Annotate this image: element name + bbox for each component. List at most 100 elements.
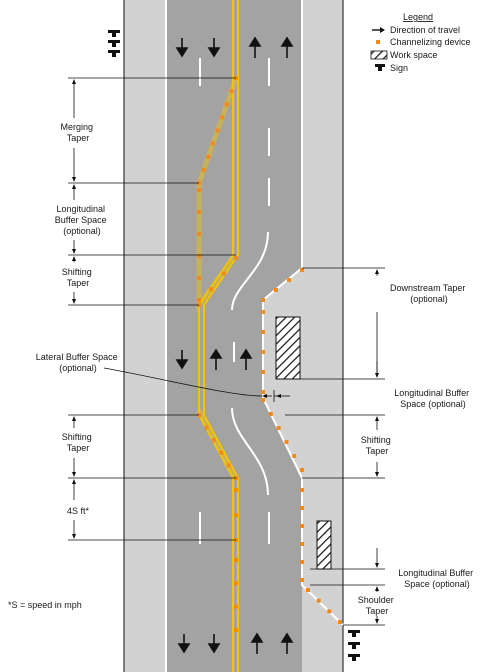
longitudinal-buffer-right-bottom-label: Longitudinal Buffer Space (optional) (398, 568, 475, 589)
channelizing-device (206, 154, 211, 159)
arrow-up-icon (239, 348, 253, 370)
right-shoulder (302, 0, 343, 672)
channelizing-device (210, 141, 215, 146)
merging-taper-label: Merging Taper (60, 122, 95, 143)
arrow-down-icon (175, 38, 189, 58)
arrow-down-icon (175, 350, 189, 370)
channelizing-device (234, 488, 238, 492)
arrow-right-icon (372, 27, 385, 33)
work-space-2 (316, 520, 332, 570)
channelizing-device (234, 513, 238, 517)
channelizing-device (224, 102, 229, 107)
channelizing-device (300, 268, 304, 272)
channelizing-device (316, 598, 321, 603)
shift-lane-line-bottom (231, 407, 269, 496)
channelizing-device (284, 440, 289, 444)
channelizing-device (261, 330, 265, 334)
channelizing-device (261, 350, 265, 354)
lateral-buffer-leader (103, 367, 263, 397)
arrow-up-icon (209, 348, 223, 370)
sign-icon (108, 30, 120, 37)
channelizing-device (234, 604, 238, 609)
left-shoulder (124, 0, 166, 672)
arrow-up-icon (280, 632, 294, 654)
sign-icon (348, 630, 360, 637)
shifting-taper-right-label: Shifting Taper (361, 435, 394, 456)
sign-icon (348, 654, 360, 661)
arrow-up-icon (280, 36, 294, 58)
legend-item-workspace: Work space (390, 50, 437, 60)
sign-icon (348, 642, 360, 649)
sign-icon (108, 50, 120, 57)
channelizing-device (234, 256, 238, 260)
channelizing-device (274, 288, 278, 292)
shoulder-taper-label: Shoulder Taper (358, 595, 397, 616)
arrowhead (276, 394, 281, 398)
legend-item-direction: Direction of travel (390, 25, 460, 35)
channelizing-device (197, 298, 201, 302)
channelizing-device (220, 115, 225, 120)
arrow-down-icon (177, 634, 191, 654)
footnote: *S = speed in mph (8, 600, 82, 610)
channelizing-device (204, 425, 209, 430)
channelizing-device (300, 488, 304, 492)
channelizing-device (229, 89, 234, 94)
channelizing-device (197, 276, 201, 280)
channelizing-device (306, 588, 310, 592)
lateral-buffer-label: Lateral Buffer Space (optional) (36, 352, 120, 373)
legend: Legend Direction of travel Channelizing … (370, 12, 471, 73)
work-space-1 (275, 316, 301, 380)
channelizing-device (287, 278, 291, 282)
sign-icon (108, 40, 120, 47)
channelizing-device (201, 167, 206, 172)
channelizing-device (300, 578, 304, 582)
channelizing-device (268, 412, 273, 416)
channelizing-device (300, 506, 304, 510)
channelizing-device (300, 542, 304, 546)
signs-bottom (348, 630, 360, 661)
arrow-down-icon (207, 634, 221, 654)
left-dimension-lines (68, 77, 236, 541)
lane-dashes (199, 58, 270, 544)
channelizing-device (221, 271, 226, 276)
channelizing-device (219, 450, 224, 455)
channelizing-device (327, 609, 332, 614)
sign-icon (375, 64, 385, 71)
yellow-centerline (198, 0, 239, 672)
channelizing-device (300, 524, 304, 528)
channelizing-device (215, 128, 220, 133)
channelizing-device (234, 558, 238, 562)
channelizing-device (261, 298, 265, 302)
channelizing-device (292, 454, 297, 458)
channelizing-device (234, 581, 238, 586)
legend-title: Legend (403, 12, 433, 22)
downstream-taper-label: Downstream Taper (optional) (390, 283, 468, 304)
shifting-taper-left-bottom-label: Shifting Taper (62, 432, 95, 453)
right-dimension-arrowheads (375, 269, 379, 624)
channelizing-device (197, 232, 201, 236)
channelizing-device (226, 463, 231, 468)
channelizing-device (261, 398, 265, 402)
channelizing-device (197, 210, 201, 214)
orange-square-icon (376, 40, 380, 44)
hatched-box-icon (370, 50, 388, 60)
channelizing-device (197, 188, 201, 192)
channelizing-device (338, 620, 342, 624)
channelizing-device (211, 438, 216, 443)
channelizing-device (261, 370, 265, 374)
longitudinal-buffer-left-label: Longitudinal Buffer Space (optional) (55, 204, 109, 236)
shifting-taper-left-top-label: Shifting Taper (62, 267, 95, 288)
arrow-up-icon (250, 632, 264, 654)
signs-top (108, 30, 120, 57)
legend-item-sign: Sign (390, 63, 408, 73)
longitudinal-buffer-right-top-label: Longitudinal Buffer Space (optional) (394, 388, 471, 409)
four-s-label: 4S ft* (67, 506, 90, 516)
shift-lane-line-top (231, 231, 269, 311)
channelizing-device (261, 310, 265, 314)
direction-arrows (175, 36, 294, 654)
channelizing-device (300, 560, 304, 564)
legend-item-device: Channelizing device (390, 37, 471, 47)
channelizing-device (276, 426, 281, 430)
channelizing-device (300, 468, 304, 472)
